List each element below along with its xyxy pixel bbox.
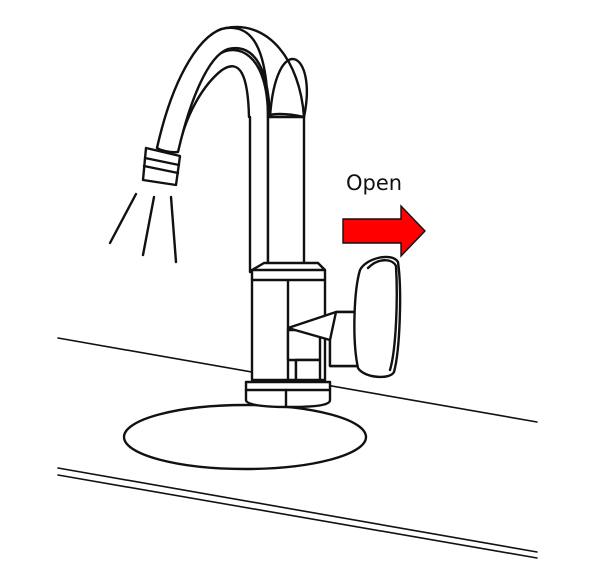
faucet-base	[244, 380, 332, 409]
aerator	[141, 146, 182, 187]
sink-basin	[122, 403, 368, 471]
open-direction-arrow	[342, 204, 426, 258]
lever-handle[interactable]	[286, 255, 402, 379]
faucet-body	[250, 261, 327, 382]
water-spray	[108, 192, 178, 264]
open-label: Open	[346, 171, 403, 195]
faucet-spout	[155, 25, 309, 278]
